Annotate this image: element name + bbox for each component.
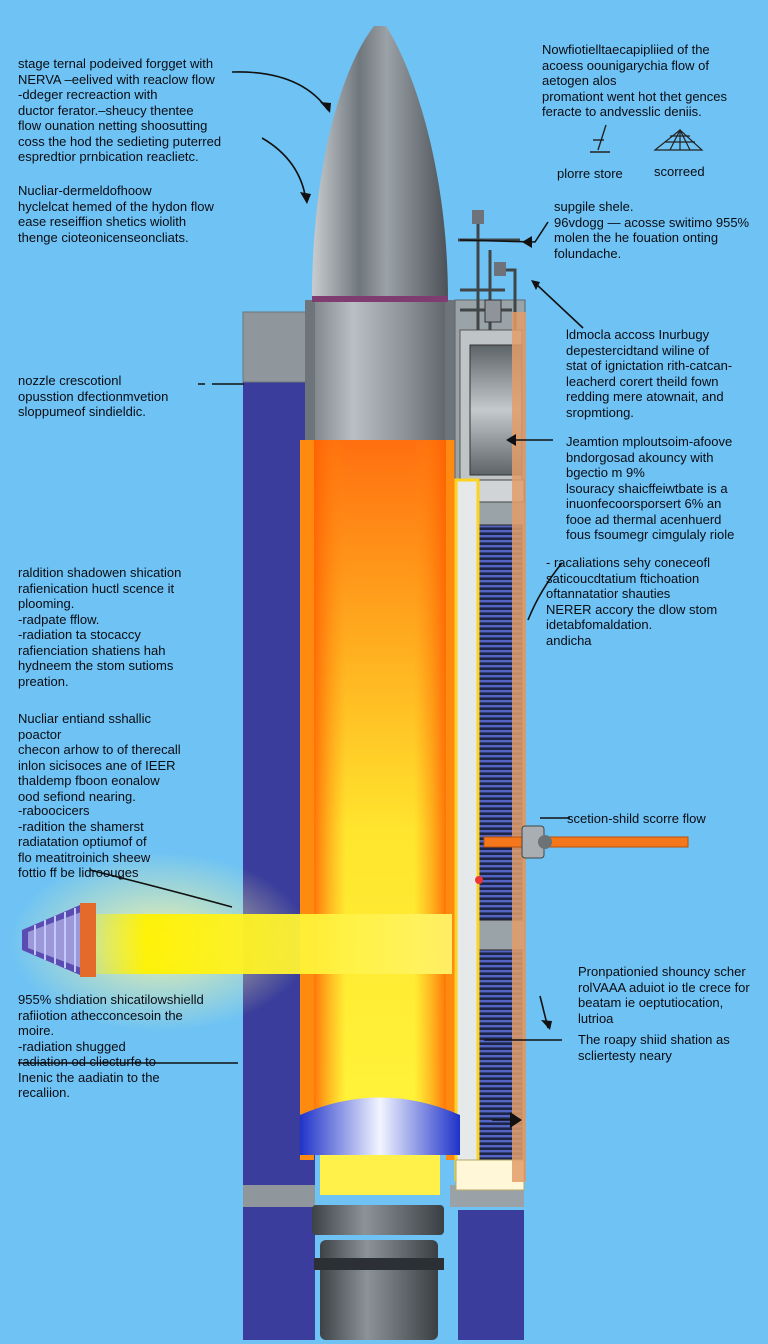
nose-cone	[312, 26, 448, 300]
annotation-right-7: The roapy shiid shation as scliertesty n…	[578, 1032, 730, 1063]
annotation-left-1: stage ternal podeived forgget with NERVA…	[18, 56, 222, 164]
exhaust-beam	[92, 914, 452, 974]
nozzle-ring	[300, 1097, 460, 1155]
screen-icon-label: scorreed	[654, 164, 705, 179]
annotation-right-4: Jeamtion mploutsoim-afoove bndorgosad ak…	[566, 434, 735, 542]
store-icon-label: plorre store	[557, 166, 623, 181]
annotation-right-3: ldmocla accoss Inurbugy depestercidtand …	[566, 327, 733, 420]
annotation-right-2: supgile shele. 96vdogg — acosse switimo …	[554, 199, 750, 261]
feed-pipe	[483, 836, 689, 848]
shield-collar	[242, 311, 316, 383]
engine-nozzle	[312, 1205, 444, 1235]
annotation-right-5: - racaliations sehy coneceofl saticoucdt…	[546, 555, 718, 648]
flow-label: scetion-shild scorre flow	[567, 811, 706, 826]
screen-icon	[653, 128, 704, 151]
annotation-left-4: raldition shadowen shication rafienicati…	[18, 565, 182, 689]
annotation-right-6: Pronpationied shouncy scher rolVAAA adui…	[578, 964, 750, 1026]
vessel-upper-cylinder	[312, 300, 448, 442]
annotation-left-3: nozzle crescotionl opusstion dfectionmve…	[18, 373, 169, 419]
annotation-left-5: Nucliar entiand sshallic poactor checon …	[18, 711, 181, 804]
annotation-right-1: Nowfiotielltaecapipliied of the acoess o…	[542, 42, 728, 119]
annotation-left-6: -raboocicers -radition the shamerst radi…	[18, 803, 151, 880]
thruster-nozzle	[22, 903, 96, 977]
store-icon	[590, 124, 610, 153]
leader-lines	[18, 71, 584, 1121]
annotation-left-2: Nucliar-dermeldofhoow hyclelcat hemed of…	[18, 183, 214, 245]
annotation-left-7: 955% shdiation shicatilowshielld rafiiot…	[18, 992, 204, 1100]
